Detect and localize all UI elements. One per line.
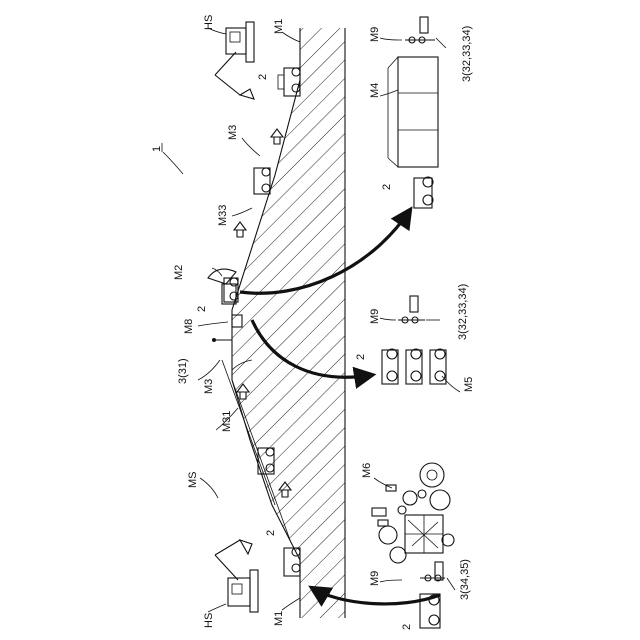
- label-2-m2: 2: [196, 306, 208, 312]
- label-m1-top: M1: [273, 19, 285, 34]
- leader-line: [447, 578, 455, 590]
- sensor-unit-icon: [405, 17, 435, 43]
- leader-line: [380, 318, 396, 320]
- label-3-bottom: 3(34,35): [459, 559, 471, 600]
- label-m3-mid: M3: [203, 379, 215, 394]
- label-2-bottom-left: 2: [265, 530, 277, 536]
- label-m33: M33: [217, 205, 229, 226]
- label-hs-top: HS: [203, 15, 215, 30]
- leader-line: [380, 38, 402, 40]
- container-icon: [388, 57, 438, 167]
- ground-hatched-section: [232, 28, 345, 618]
- label-m8: M8: [183, 319, 195, 334]
- parts-cluster-icon: [372, 463, 454, 563]
- excavator-icon: [215, 540, 258, 612]
- label-2-m5: 2: [355, 354, 367, 360]
- dump-truck-icon: [414, 177, 433, 208]
- label-m1-bottom: M1: [273, 611, 285, 626]
- label-3-31: 3(31): [177, 358, 189, 384]
- leader-line: [380, 580, 402, 582]
- label-hs-bottom: HS: [203, 613, 215, 628]
- label-m31: M31: [221, 411, 233, 432]
- leader-line: [208, 604, 226, 612]
- up-arrow-icon: [234, 222, 246, 237]
- leader-line: [163, 152, 183, 174]
- label-2-top: 2: [257, 74, 269, 80]
- label-2-m4: 2: [381, 184, 393, 190]
- label-m9-top: M9: [369, 27, 381, 42]
- label-3-mid: 3(32,33,34): [457, 284, 469, 340]
- excavator-icon: [215, 22, 254, 99]
- label-m9-mid: M9: [369, 309, 381, 324]
- leader-line: [436, 38, 446, 48]
- sensor-unit-icon: [420, 562, 445, 581]
- figure-reference-label: 1: [151, 146, 163, 152]
- label-m9-bottom: M9: [369, 571, 381, 586]
- label-3-top: 3(32,33,34): [461, 26, 473, 82]
- label-m4: M4: [369, 83, 381, 98]
- label-m3-top: M3: [227, 125, 239, 140]
- leader-line: [198, 360, 220, 380]
- leader-line: [198, 322, 228, 326]
- up-arrow-icon: [271, 129, 283, 144]
- leader-line: [380, 90, 398, 96]
- label-m5: M5: [463, 377, 475, 392]
- leader-line: [200, 478, 218, 498]
- label-ms: MS: [187, 472, 199, 489]
- dump-truck-icon: [278, 68, 300, 96]
- label-2-bottom: 2: [401, 624, 413, 630]
- sensor-unit-icon: [398, 296, 425, 323]
- dump-truck-icon: [254, 168, 270, 194]
- leader-line: [282, 598, 300, 610]
- label-m2: M2: [173, 265, 185, 280]
- leader-line: [232, 208, 252, 216]
- leader-line: [374, 478, 392, 488]
- label-m6: M6: [361, 463, 373, 478]
- leader-line: [242, 138, 260, 156]
- dump-truck-icon: [382, 349, 446, 384]
